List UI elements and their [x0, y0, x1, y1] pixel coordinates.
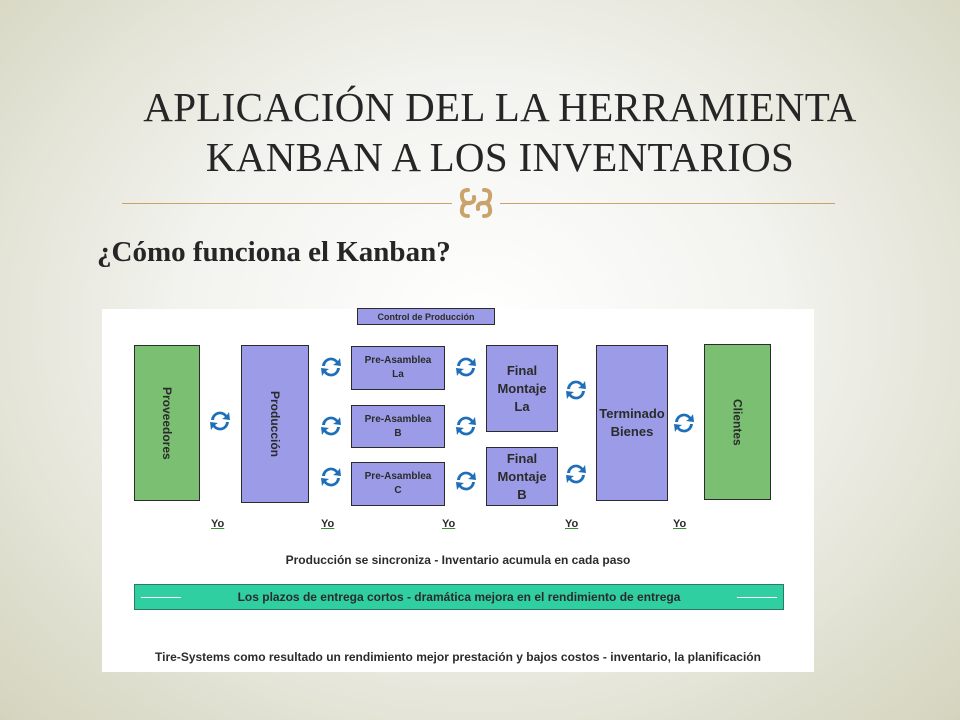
proveedores-box: Proveedores [134, 345, 200, 501]
kanban-cycle-icon [674, 413, 694, 433]
band-arrow-left [141, 597, 181, 598]
kanban-cycle-icon [566, 464, 586, 484]
pre-asamblea-a-line2: La [392, 369, 404, 380]
final-montaje-b-box: Final Montaje B [486, 447, 558, 506]
final-montaje-b-line2: Montaje [497, 468, 547, 484]
inventory-mark: Yo [316, 518, 339, 534]
kanban-cycle-icon [456, 357, 476, 377]
kanban-cycle-icon [210, 411, 230, 431]
result-caption: Tire-Systems como resultado un rendimien… [155, 650, 761, 664]
kanban-cycle-icon [321, 467, 341, 487]
final-montaje-b-line1: Final [506, 450, 538, 466]
final-montaje-b-line3: B [517, 486, 527, 502]
pre-asamblea-b-line2: B [394, 427, 402, 439]
title-rule-right [500, 203, 835, 204]
slide-title-line-2: KANBAN A LOS INVENTARIOS [205, 134, 795, 180]
pre-asamblea-b-box: Pre-Asamblea B [351, 405, 445, 448]
terminado-bienes-box: Terminado Bienes [596, 345, 668, 501]
pre-asamblea-c-line2: C [394, 485, 402, 496]
kanban-cycle-icon [321, 357, 341, 377]
pre-asamblea-c-box: Pre-Asamblea C [351, 462, 445, 506]
band-arrow-right [737, 597, 777, 598]
final-montaje-a-line2: Montaje [497, 380, 547, 396]
pre-asamblea-a-line1: Pre-Asamblea [364, 355, 432, 366]
slide-subtitle: ¿Cómo funciona el Kanban? [97, 236, 451, 268]
inventory-mark: Yo [668, 518, 691, 534]
pre-asamblea-b-line1: Pre-Asamblea [364, 413, 432, 425]
sync-caption: Producción se sincroniza - Inventario ac… [285, 553, 631, 567]
inventory-mark: Yo [560, 518, 583, 534]
lead-time-text: Los plazos de entrega cortos - dramática… [237, 590, 681, 604]
final-montaje-a-line3: La [514, 398, 530, 414]
pre-asamblea-c-line1: Pre-Asamblea [364, 471, 432, 482]
final-montaje-a-line1: Final [506, 362, 538, 378]
kanban-cycle-icon [566, 380, 586, 400]
ornament-icon [459, 188, 493, 218]
kanban-cycle-icon [321, 416, 341, 436]
control-produccion-box: Control de Producción [357, 308, 495, 325]
clientes-label: Clientes [730, 398, 745, 446]
kanban-cycle-icon [456, 416, 476, 436]
lead-time-band: Los plazos de entrega cortos - dramática… [134, 584, 784, 610]
terminado-line2: Bienes [610, 424, 654, 439]
terminado-line1: Terminado [599, 406, 665, 421]
kanban-cycle-icon [456, 471, 476, 491]
proveedores-label: Proveedores [160, 386, 174, 460]
title-rule-left [122, 203, 452, 204]
produccion-box: Producción [241, 345, 309, 503]
final-montaje-a-box: Final Montaje La [486, 345, 558, 432]
inventory-mark: Yo [206, 518, 229, 534]
kanban-diagram: Control de Producción Proveedores Produc… [102, 308, 814, 672]
produccion-label: Producción [268, 390, 282, 457]
slide-title-line-1: APLICACIÓN DEL LA HERRAMIENTA [143, 84, 857, 130]
pre-asamblea-a-box: Pre-Asamblea La [351, 346, 445, 390]
clientes-box: Clientes [704, 344, 771, 500]
inventory-mark: Yo [437, 518, 460, 534]
